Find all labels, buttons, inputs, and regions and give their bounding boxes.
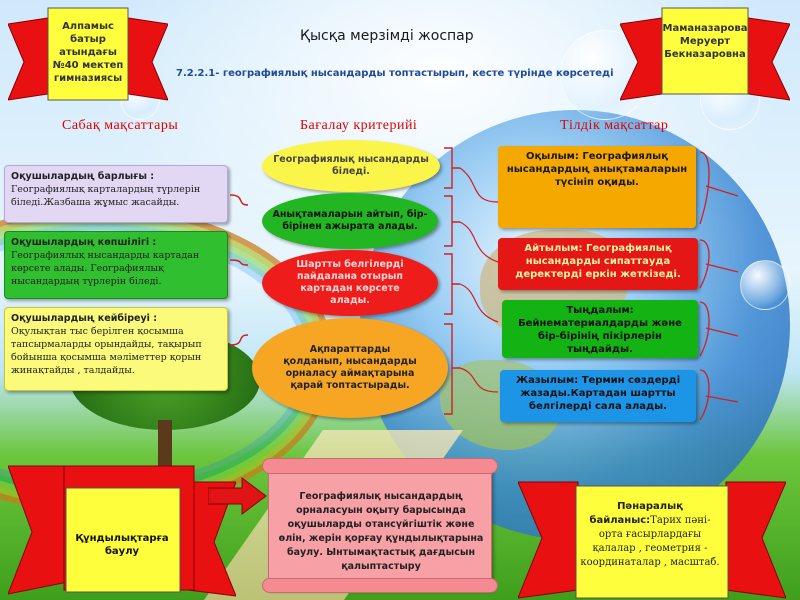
language-reading: Оқылым: Географиялық нысандардың анықтам… [498, 146, 696, 228]
language-speaking: Айтылым: Географиялық нысандарды сипатта… [498, 238, 698, 290]
bubble [740, 260, 790, 310]
goal-text: Оқулықтан тыс берілген қосымша тапсырмал… [11, 326, 202, 376]
criterion-1: Географиялық нысандарды біледі. [262, 140, 440, 192]
criterion-2: Анықтамаларын айтып, бір-бірінен ажырата… [262, 193, 438, 249]
goal-lead: Оқушылардың кейбіреуі : [11, 313, 158, 324]
goal-text: Географиялық нысандарды картадан көрсете… [11, 250, 200, 287]
crosslinks-text: Пәнаралық байланыс:Тарих пәні-орта ғасыр… [580, 500, 720, 570]
goal-lead: Оқушылардың көпшілігі : [11, 237, 157, 248]
values-text: Географиялық нысандардың орналасуын оқыт… [278, 491, 484, 572]
left-connector-bracket [229, 194, 249, 346]
school-banner: Алпамыс батыр атындағы №40 мектеп гимназ… [7, 6, 169, 106]
right-connector-brackets [699, 151, 739, 421]
heading-language-goals: Тілдік мақсаттар [560, 118, 669, 133]
goal-most-students: Оқушылардың көпшілігі : Географиялық ныс… [4, 231, 228, 299]
scroll-curl [262, 578, 498, 593]
school-name: Алпамыс батыр атындағы №40 мектеп гимназ… [52, 21, 124, 84]
teacher-name: Маманазарова Меруерт Бекназаровна [662, 23, 748, 60]
heading-assessment: Бағалау критерийі [300, 118, 418, 133]
crosslinks-lead: Пәнаралық байланыс: [589, 501, 683, 526]
banner-ribbon-shape [619, 7, 791, 101]
scroll-curl [262, 458, 498, 474]
criterion-4: Ақпараттарды қолданып, нысандарды орнала… [252, 318, 448, 418]
criterion-3: Шартты белгілерді пайдалана отырып карта… [262, 250, 438, 316]
tree-trunk [158, 420, 172, 470]
values-banner-shape [8, 465, 236, 597]
language-listening: Тыңдалым: Бейнематериалдарды және бір-бі… [502, 300, 698, 358]
page-title: Қысқа мерзімді жоспар [300, 28, 474, 44]
page-subtitle: 7.2.2.1- географиялық нысандарды топтаст… [176, 68, 614, 79]
arrow-right-icon [208, 477, 267, 515]
values-label: Құндылықтарға баулу [75, 533, 169, 557]
goal-lead: Оқушылардың барлығы : [11, 171, 155, 182]
crosslinks-banner-shape [518, 481, 786, 599]
goal-some-students: Оқушылардың кейбіреуі : Оқулықтан тыс бе… [4, 307, 228, 391]
goal-text: Географиялық карталардың түрлерін біледі… [11, 184, 201, 208]
banner-ribbon-shape [7, 7, 169, 101]
values-scroll: Географиялық нысандардың орналасуын оқыт… [262, 458, 498, 593]
crosslinks-body: Тарих пәні-орта ғасырлардағы қалалар , г… [580, 515, 720, 568]
goal-all-students: Оқушылардың барлығы : Географиялық карта… [4, 165, 228, 223]
teacher-banner: Маманазарова Меруерт Бекназаровна [619, 6, 791, 106]
language-writing: Жазылым: Термин сөздерді жазады.Картадан… [500, 370, 696, 422]
criteria-brackets [444, 147, 499, 415]
heading-lesson-goals: Сабақ мақсаттары [62, 118, 179, 133]
